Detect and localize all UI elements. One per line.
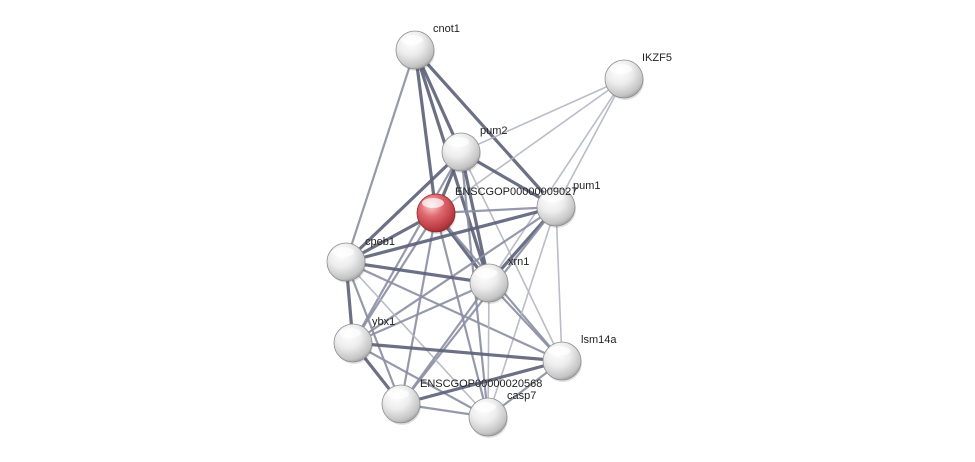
- edge-cnot1-pum1[interactable]: [413, 48, 558, 209]
- edge-IKZF5-ENSCGOP00000009027[interactable]: [435, 78, 625, 214]
- node-label-pum2: pum2: [480, 125, 508, 137]
- node-ENSCGOP00000020568[interactable]: [381, 384, 421, 425]
- edge-ENSCGOP00000009027-pum1[interactable]: [434, 205, 558, 215]
- node-casp7[interactable]: [468, 397, 508, 438]
- node-cpeb1[interactable]: [326, 242, 366, 283]
- edge-xrn1-ybx1[interactable]: [351, 281, 491, 345]
- node-label-ybx1: ybx1: [372, 316, 395, 328]
- edge-pum1-ybx1[interactable]: [351, 205, 558, 345]
- node-ENSCGOP00000009027[interactable]: [416, 193, 456, 234]
- node-label-cpeb1: cpeb1: [365, 236, 395, 248]
- node-label-IKZF5: IKZF5: [642, 52, 672, 64]
- node-label-ENSCGOP00000020568: ENSCGOP00000020568: [420, 378, 542, 390]
- node-label-ENSCGOP00000009027: ENSCGOP00000009027: [455, 186, 577, 198]
- edge-xrn1-ENSCGOP00000020568[interactable]: [399, 281, 491, 406]
- edge-lsm14a-ENSCGOP00000020568[interactable]: [399, 359, 564, 406]
- edge-xrn1-casp7[interactable]: [487, 282, 490, 418]
- node-label-pum1: pum1: [573, 180, 601, 192]
- edge-cpeb1-casp7[interactable]: [345, 261, 489, 418]
- edge-cnot1-ENSCGOP00000009027[interactable]: [413, 48, 438, 215]
- edge-pum2-xrn1[interactable]: [459, 150, 491, 285]
- edge-IKZF5-pum1[interactable]: [555, 78, 625, 208]
- node-pum1[interactable]: [536, 187, 576, 228]
- node-highlight: [332, 247, 354, 257]
- edge-pum1-cpeb1[interactable]: [344, 205, 558, 264]
- node-highlight: [610, 64, 632, 74]
- edge-IKZF5-xrn1[interactable]: [488, 78, 625, 284]
- edge-ybx1-casp7[interactable]: [351, 341, 490, 419]
- node-highlight: [548, 346, 570, 356]
- nodes-layer: [326, 30, 644, 438]
- edge-pum1-ENSCGOP00000020568[interactable]: [399, 205, 558, 406]
- node-IKZF5[interactable]: [604, 59, 644, 100]
- edge-cnot1-cpeb1[interactable]: [344, 48, 417, 264]
- edges-layer: [344, 48, 625, 419]
- node-label-cnot1: cnot1: [433, 23, 460, 35]
- edge-pum1-lsm14a[interactable]: [555, 206, 563, 362]
- node-highlight: [422, 198, 444, 208]
- node-highlight: [542, 192, 564, 202]
- node-label-xrn1: xrn1: [508, 256, 529, 268]
- node-highlight: [401, 35, 423, 45]
- edge-cpeb1-lsm14a[interactable]: [344, 260, 564, 363]
- node-highlight: [475, 268, 497, 278]
- node-highlight: [474, 402, 496, 412]
- node-pum2[interactable]: [441, 132, 481, 173]
- node-highlight: [387, 389, 409, 399]
- edge-ybx1-lsm14a[interactable]: [351, 341, 564, 363]
- node-cnot1[interactable]: [395, 30, 435, 71]
- edge-ENSCGOP00000009027-ybx1[interactable]: [351, 211, 438, 345]
- node-highlight: [339, 328, 361, 338]
- edge-pum1-casp7[interactable]: [487, 206, 557, 418]
- node-label-casp7: casp7: [507, 390, 536, 402]
- edge-cpeb1-xrn1[interactable]: [344, 260, 491, 285]
- node-xrn1[interactable]: [469, 263, 509, 304]
- node-highlight: [447, 137, 469, 147]
- node-label-lsm14a: lsm14a: [581, 334, 617, 346]
- node-lsm14a[interactable]: [542, 341, 582, 382]
- node-ybx1[interactable]: [333, 323, 373, 364]
- edge-pum2-cpeb1[interactable]: [344, 150, 463, 264]
- edge-IKZF5-pum2[interactable]: [460, 78, 625, 153]
